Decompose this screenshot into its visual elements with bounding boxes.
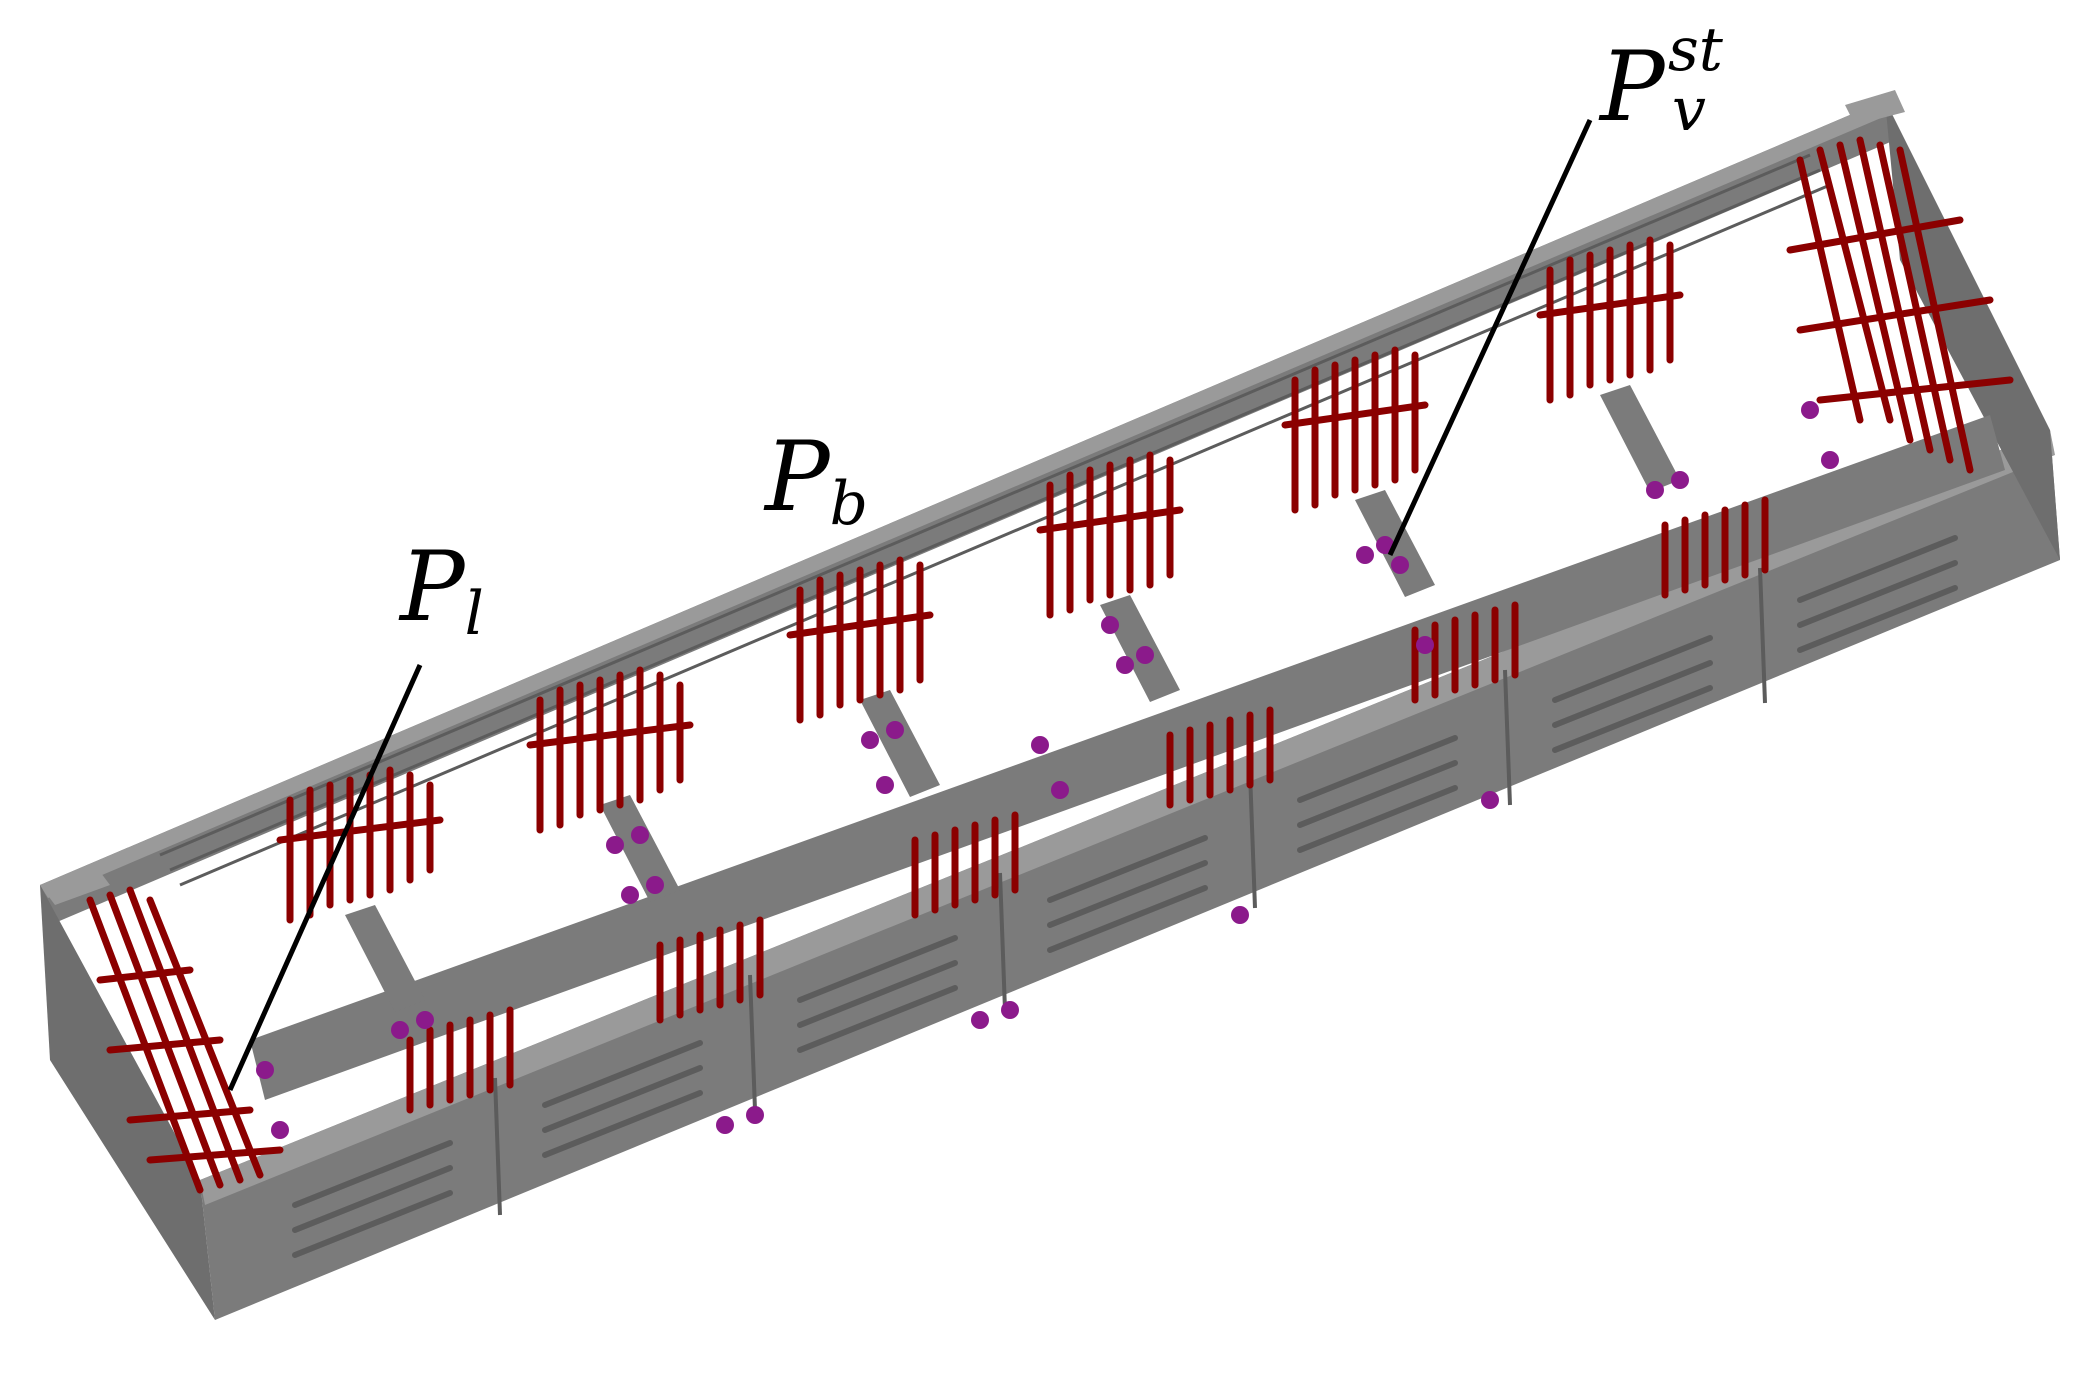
right-end-member — [1885, 100, 2060, 560]
load-cluster-2 — [526, 666, 694, 834]
load-cluster-1 — [276, 766, 444, 924]
near-beam-dividers — [493, 567, 1767, 1216]
left-end-member — [40, 885, 215, 1320]
central-spine — [250, 415, 2005, 1100]
left-end-cap — [40, 865, 110, 905]
vehicle-frame-structure — [40, 90, 2060, 1320]
load-cluster-right-end — [1786, 136, 2014, 474]
label-pb: Pb — [763, 421, 868, 539]
load-cluster-3 — [786, 556, 934, 724]
load-cluster-6 — [1536, 236, 1684, 404]
near-side-beam — [200, 430, 2060, 1320]
far-side-beam-top — [40, 100, 1895, 898]
far-beam-ribs — [159, 153, 1831, 887]
right-end-cap — [1845, 90, 1905, 125]
label-pl: Pl — [398, 531, 484, 649]
leader-lines — [227, 118, 1593, 1092]
load-arrows — [86, 136, 2014, 1194]
support-points — [256, 401, 1839, 1139]
leader-pl — [227, 663, 423, 1092]
label-pv: P — [1598, 31, 1666, 143]
label-pv-sup: st — [1668, 15, 1724, 85]
load-cluster-left-end — [86, 886, 284, 1194]
load-cluster-5 — [1281, 346, 1429, 514]
near-beam-slots — [292, 535, 1958, 1258]
load-cluster-4 — [1036, 451, 1184, 619]
load-cluster-spine — [406, 496, 1769, 1114]
leader-pv — [1387, 118, 1593, 557]
near-side-beam-top — [200, 430, 2055, 1205]
label-pv-sub: v — [1672, 75, 1706, 145]
